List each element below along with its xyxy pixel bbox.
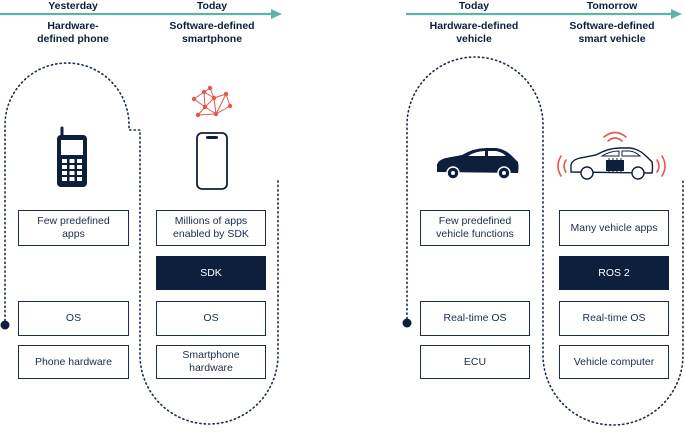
layer-os: OS (18, 301, 129, 336)
car-icon (437, 148, 519, 180)
column-title: Hardware-defined phone (37, 20, 109, 45)
feature-phone-icon (57, 126, 87, 187)
layer-ros2: ROS 2 (559, 256, 669, 290)
era-label: Tomorrow (586, 0, 638, 12)
layer-label: Real-time OS (582, 312, 646, 324)
path-start-dot-right (402, 318, 412, 328)
connected-car-icon (557, 131, 666, 180)
era-label: Yesterday (48, 0, 98, 12)
dotted-path-left (4, 62, 279, 425)
layer-label: Phone hardware (34, 355, 113, 368)
layer-label: Few predefined vehicle functions (436, 215, 514, 240)
dotted-path-right (406, 56, 684, 426)
timeline-arrow-right (406, 9, 682, 19)
layer-apps: Many vehicle apps (559, 210, 669, 246)
column-title: Software-defined smart vehicle (569, 20, 655, 45)
header-tomorrow-vehicle: Tomorrow Software-defined smart vehicle (557, 0, 667, 46)
header-today-vehicle: Today Hardware-defined vehicle (419, 0, 529, 46)
header-today-smartphone: Today Software-defined smartphone (157, 0, 267, 46)
layer-label: ECU (463, 355, 487, 368)
layer-hardware: Phone hardware (18, 345, 129, 379)
layer-apps: Millions of apps enabled by SDK (156, 210, 266, 246)
column-title: Hardware-defined vehicle (429, 20, 519, 45)
smartphone-icon (196, 132, 228, 190)
header-yesterday-phone: Yesterday Hardware-defined phone (18, 0, 128, 46)
layer-apps: Few predefined apps (18, 210, 129, 246)
layer-os: OS (156, 301, 266, 336)
layer-label: Many vehicle apps (570, 221, 658, 234)
column-title: Software-defined smartphone (169, 20, 255, 45)
layer-sdk: SDK (156, 256, 266, 290)
layer-ecu: ECU (420, 345, 530, 379)
era-label: Today (458, 0, 490, 12)
layer-label: Smartphone hardware (182, 349, 240, 374)
layer-label: Real-time OS (443, 312, 507, 324)
layer-label: Few predefined apps (37, 215, 110, 240)
layer-label: ROS 2 (598, 266, 630, 279)
layer-rtos: Real-time OS (559, 301, 669, 336)
layer-label: Vehicle computer (573, 355, 655, 368)
layer-label: SDK (200, 266, 222, 279)
layer-rtos: Real-time OS (420, 301, 530, 336)
era-label: Today (196, 0, 228, 12)
layer-label: OS (203, 312, 219, 324)
layer-label: OS (65, 312, 82, 324)
path-start-dot-left (0, 320, 10, 330)
network-icon (191, 85, 233, 118)
layer-hardware: Smartphone hardware (156, 345, 266, 379)
layer-vehicle-computer: Vehicle computer (559, 345, 669, 379)
layer-functions: Few predefined vehicle functions (420, 210, 530, 246)
timeline-arrow-left (0, 9, 282, 19)
layer-label: Millions of apps enabled by SDK (173, 215, 249, 240)
